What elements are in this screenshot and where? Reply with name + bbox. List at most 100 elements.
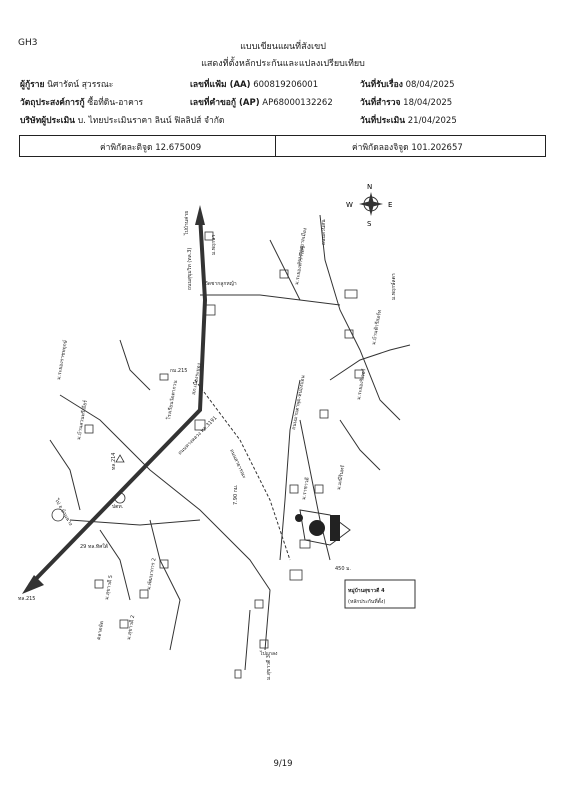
label-temple: วัดชากลูกหญ้า [205,280,237,287]
road-29 [69,519,201,526]
label-moo-3: ม.ราชาวดี [300,477,311,501]
received-value: 08/04/2025 [405,80,455,90]
label-road-sukhumvit: ถนนสุขุมวิท (ทล.3) [186,248,193,290]
client-label: ผู้กู้ราย [20,80,45,90]
compass: N S E W [346,183,392,228]
label-moo-11: ม.ระยองริเวอร์ [355,368,367,401]
longitude: ค่าพิกัดลองจิจูด 101.202657 [352,140,463,154]
road-south [244,609,251,671]
request-no-value: AP68000132262 [262,98,333,108]
building-icon [159,559,169,569]
label-dist-2: 450 ม. [335,566,351,572]
road-south-west-2 [99,529,131,601]
file-no-row: เลขที่แฟ้ม (AA) 600819206001 [190,77,318,91]
label-road-dmc: ถนนสาธารณะ [228,448,247,479]
arrow-southwest-icon [22,575,44,594]
road-north-branch [269,239,301,301]
compass-east: E [388,201,392,209]
label-moo-10: ม.สุขาวดี 3 [265,655,272,680]
road-northwest [119,339,151,391]
subject-marker-icon [309,520,325,536]
document-subtitle: แสดงที่ตั้งหลักประกันและแปลงเปรียบเทียบ [201,59,365,69]
survey-label: วันที่สำรวจ [360,98,401,108]
subject-label-box [344,579,416,609]
subject-label-line-2: (หลักประกันที่ตั้ง) [348,596,385,605]
client-value: นิศารัตน์ สุวรรณะ [47,80,114,90]
label-road-suanson: ถนนสวนสน [321,219,327,245]
building-icon [204,304,216,316]
building-icon [139,589,149,599]
received-row: วันที่รับเรื่อง 08/04/2025 [360,77,455,91]
building-icon [344,329,354,339]
building-icon [194,419,206,431]
building-icon [279,269,289,279]
road-center-2 [279,379,301,561]
building-icon [94,579,104,589]
compass-needle-ew-icon [359,201,383,207]
road-west [49,439,81,511]
road-east-4 [339,419,381,471]
longitude-label: ค่าพิกัดลองจิจูด [352,143,409,153]
page-number: 9/19 [273,759,293,769]
label-moo-1: ม.ระยองราชพฤกษ์ [55,339,69,380]
road-railway [194,379,291,561]
temple-icon [289,569,303,581]
building-icon [204,231,214,241]
document-title: แบบเขียนแผนที่สังเขป [240,42,326,52]
purpose-row: วัตถุประสงค์การกู้ ซื้อที่ดิน-อาคาร [20,95,143,109]
coordinates-divider [275,135,276,157]
road-south-west [149,519,181,651]
building-icon [319,409,329,419]
km-post-icon [159,373,169,381]
label-road-3191: ถนนทางหลวง ทล.3191 [177,415,218,456]
label-moo-5: ม.พัฒนาการ 2 [146,558,158,591]
pin-icon [234,669,242,679]
building-icon [314,484,324,494]
label-km-215: กม.215 [170,368,187,374]
appraisal-label: วันที่ประเมิน [360,116,406,126]
subject-label-line-1: หมู่บ้านสุขาวดี 4 [348,587,385,595]
appraisal-row: วันที่ประเมิน 21/04/2025 [360,113,457,127]
latitude: ค่าพิกัดละติจูด 12.675009 [100,140,201,154]
label-moo-8: ม.พฤกษา [211,234,217,255]
roundabout-icon [51,508,65,522]
appraisal-value: 21/04/2025 [407,116,457,126]
file-no-value: 600819206001 [253,80,319,90]
ptt-icon [114,492,126,504]
compass-west: W [346,201,353,209]
purpose-value: ซื้อที่ดิน-อาคาร [87,98,144,108]
label-to-bankhai: ไปบ้านค่าย [183,211,190,236]
company-value: บ. ไทยประเมินราคา ลินน์ ฟิลลิปส์ จำกัด [77,116,225,126]
highway-main [28,214,208,587]
arrow-north-icon [195,205,205,225]
label-road-215: ทล.215 [18,596,36,602]
label-moo-9: ม.บ้านฟ้ารีสอร์ท [370,309,383,345]
subject-building-icon [330,515,340,541]
survey-row: วันที่สำรวจ 18/04/2025 [360,95,452,109]
compass-south: S [367,220,372,228]
star-icon [115,454,125,463]
latitude-label: ค่าพิกัดละติจูด [100,143,153,153]
coordinates-box [19,135,546,157]
client-row: ผู้กู้ราย นิศารัตน์ สุวรรณะ [20,77,113,91]
label-road-214: ทล.214 [111,453,117,471]
company-row: บริษัทผู้ประเมิน บ. ไทยประเมินราคา ลินน์… [20,113,224,127]
label-moo-13: ม.พฤกษ์ลดา [390,273,397,300]
label-road-yot: ถนนมาบตาพุด-หนองบอน [291,374,307,430]
building-icon [299,539,311,549]
label-moo-4: ม.สุขาวดี 5 [103,575,114,601]
building-icon [354,369,364,379]
building-icon [344,289,358,299]
survey-value: 18/04/2025 [403,98,453,108]
building-icon [254,599,264,609]
label-ptt: ปตท. [112,504,124,510]
file-no-label: เลขที่แฟ้ม (AA) [190,80,251,90]
label-to-klaeng: ไปแกลง [259,650,278,657]
request-no-label: เลขที่คำขอกู้ (AP) [190,98,260,108]
label-to-ban-chang: ไป อ.บ้านฉาง [53,497,75,528]
building-icon [119,619,129,629]
request-no-row: เลขที่คำขอกู้ (AP) AP68000132262 [190,95,333,109]
road-east-3 [329,344,411,381]
label-moo-12: ม.มณีรินทร์ [335,464,346,490]
road-secondary-1 [59,394,271,651]
